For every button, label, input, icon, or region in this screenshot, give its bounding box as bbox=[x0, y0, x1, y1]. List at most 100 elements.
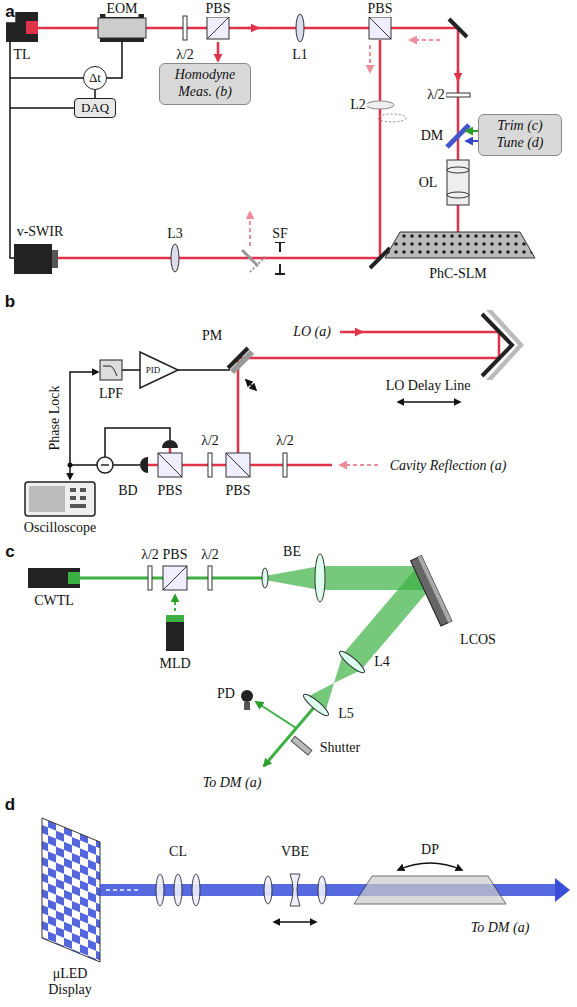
lcos-slm bbox=[418, 556, 452, 623]
beam-arrow bbox=[217, 42, 220, 61]
lens bbox=[315, 554, 325, 602]
part-label: PBS bbox=[157, 483, 184, 499]
photonic-crystal-slm bbox=[385, 232, 535, 258]
oscilloscope bbox=[25, 482, 95, 516]
modulated-laser-diode bbox=[166, 615, 184, 622]
part-label: VBE bbox=[280, 844, 310, 860]
delay-arrow bbox=[398, 401, 460, 403]
part-label: PBS bbox=[225, 483, 252, 499]
signal-wire bbox=[70, 372, 98, 465]
photodiode bbox=[241, 690, 253, 710]
beam-splitter-cube bbox=[207, 17, 229, 39]
part-label: BD bbox=[117, 483, 138, 499]
part-label: L3 bbox=[166, 226, 184, 242]
micro-led-display bbox=[42, 818, 100, 962]
part-label: MLD bbox=[158, 656, 191, 672]
lens bbox=[301, 692, 331, 719]
lens bbox=[192, 874, 200, 906]
photonic-crystal-slm bbox=[385, 232, 535, 258]
beam-splitter-cube bbox=[207, 17, 229, 39]
part-label: PBS bbox=[205, 1, 232, 17]
flip-lens bbox=[366, 101, 406, 122]
part-label: Cavity Reflection (a) bbox=[389, 458, 508, 474]
oscilloscope bbox=[70, 504, 86, 508]
part-label: PM bbox=[201, 328, 223, 344]
camera bbox=[52, 250, 58, 268]
shutter bbox=[291, 736, 312, 755]
junction-dot bbox=[68, 463, 73, 468]
part-label: μLED Display bbox=[38, 966, 102, 998]
return-beam-arrow bbox=[250, 40, 440, 246]
laser-beam bbox=[38, 28, 458, 258]
flip-mirror bbox=[242, 250, 258, 266]
beam-splitter-cube bbox=[163, 566, 187, 590]
lens bbox=[171, 244, 179, 272]
eom bbox=[100, 38, 144, 42]
signal-wire bbox=[94, 90, 96, 98]
waveplate bbox=[208, 453, 287, 477]
corner-mirror bbox=[482, 310, 524, 380]
part-label: LPF bbox=[98, 386, 124, 402]
lens bbox=[171, 14, 304, 272]
node-text: DAQ bbox=[81, 100, 109, 116]
return-beam-arrow bbox=[410, 39, 440, 41]
part-label: λ/2 bbox=[140, 547, 160, 563]
camera bbox=[14, 244, 52, 274]
signal-wire bbox=[122, 369, 140, 371]
beam-splitter-cube bbox=[163, 566, 187, 590]
photodiode bbox=[241, 690, 253, 702]
beam-arrow bbox=[555, 878, 570, 902]
eom bbox=[98, 14, 146, 42]
laser-beam bbox=[38, 28, 458, 232]
lens bbox=[337, 649, 367, 676]
part-label: PBS bbox=[367, 1, 394, 17]
beam-arrow bbox=[352, 331, 362, 334]
low-pass-filter bbox=[100, 360, 122, 380]
beam-splitter-cube bbox=[226, 453, 250, 477]
photonic-crystal-slm bbox=[385, 232, 535, 258]
laser-beam bbox=[56, 40, 380, 258]
part-label: BE bbox=[282, 544, 302, 560]
spatial-filter bbox=[275, 242, 285, 274]
balanced-detector bbox=[101, 464, 109, 466]
part-label: L4 bbox=[373, 654, 391, 670]
signal-wire bbox=[10, 42, 14, 258]
flip-mirror bbox=[250, 256, 266, 272]
part-label: DP bbox=[420, 842, 440, 858]
part-label: LO (a) bbox=[292, 324, 332, 340]
photodiode bbox=[244, 702, 250, 710]
part-label: OL bbox=[418, 175, 439, 191]
timer-circle: Δt bbox=[83, 66, 107, 90]
node-text: Δt bbox=[89, 70, 101, 86]
waveplate bbox=[208, 453, 212, 477]
part-label: CL bbox=[168, 844, 188, 860]
beam-splitter-cube bbox=[163, 566, 187, 590]
laser-beam bbox=[265, 566, 320, 590]
oscilloscope bbox=[70, 496, 76, 500]
part-label: λ/2 bbox=[175, 47, 195, 63]
green-laser bbox=[28, 568, 80, 588]
lens bbox=[156, 874, 326, 906]
beam-splitter-cube bbox=[226, 453, 250, 477]
spatial-filter bbox=[275, 242, 285, 274]
return-beam-arrow bbox=[174, 595, 176, 611]
modulated-laser-diode bbox=[166, 615, 184, 651]
lens bbox=[174, 874, 182, 906]
beam-arrow bbox=[457, 70, 460, 80]
dichroic-mirror bbox=[447, 125, 469, 147]
dichroic-mirror bbox=[447, 125, 469, 147]
part-label: TL bbox=[12, 47, 31, 63]
flip-lens bbox=[366, 101, 394, 109]
waveplate bbox=[283, 453, 287, 477]
panel-letter: a bbox=[4, 2, 15, 22]
lens bbox=[296, 14, 304, 42]
part-label: DM bbox=[420, 128, 445, 144]
part-label: Phase Lock bbox=[47, 385, 63, 452]
objective-lens bbox=[447, 167, 469, 173]
waveplate bbox=[183, 16, 187, 40]
translation-arrow bbox=[274, 921, 316, 923]
part-label: L1 bbox=[291, 47, 309, 63]
camera bbox=[14, 244, 58, 274]
lens bbox=[264, 876, 272, 904]
